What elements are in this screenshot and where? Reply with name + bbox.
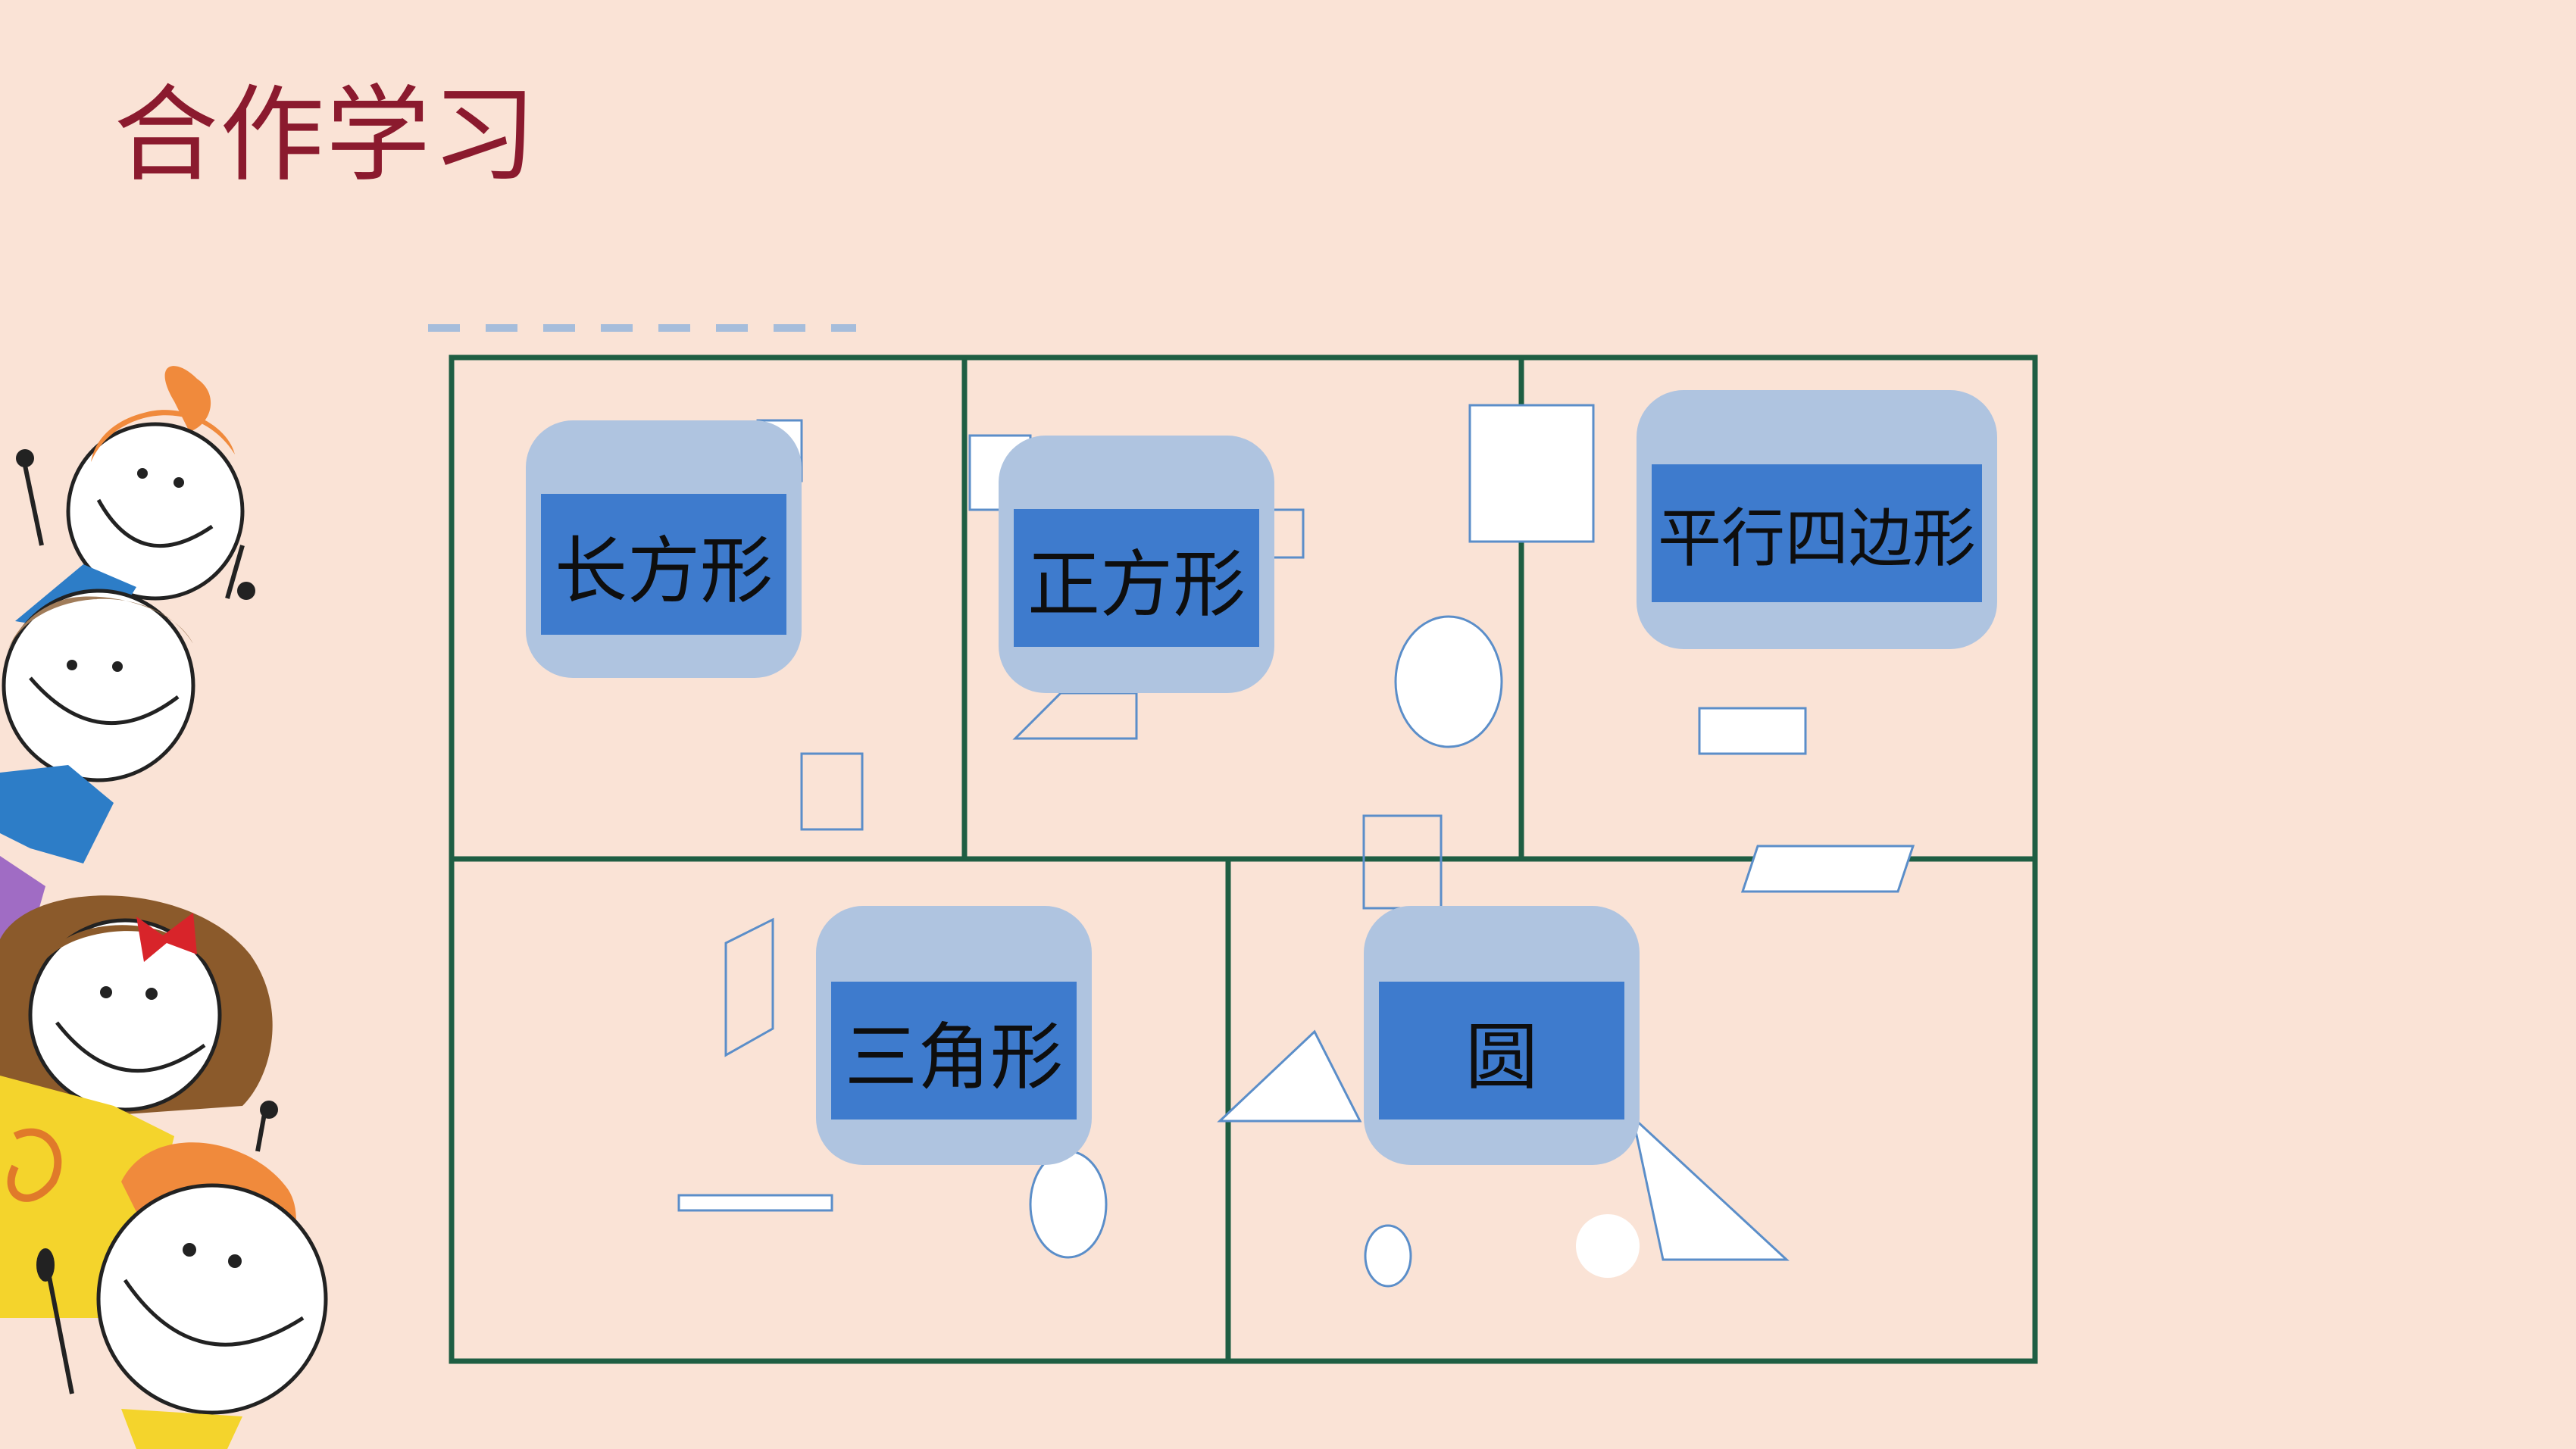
category-label-square: 正方形 xyxy=(1014,509,1259,647)
category-tag-square: 正方形 xyxy=(999,436,1274,693)
category-tag-triangle: 三角形 xyxy=(816,906,1092,1165)
category-tag-circle: 圆 xyxy=(1364,906,1640,1165)
triangle-shape xyxy=(1012,692,1138,740)
triangle-shape xyxy=(1217,1029,1362,1123)
child-face-2 xyxy=(0,564,195,947)
circle-shape xyxy=(1364,1224,1412,1288)
circle-shape xyxy=(1394,615,1503,748)
parallelogram-shape xyxy=(1740,845,1915,893)
child-face-1 xyxy=(16,366,255,601)
loose-shapes xyxy=(677,404,1915,1288)
rectangle-shape xyxy=(1698,707,1807,755)
cartoon-children-illustration xyxy=(0,366,328,1449)
square-shape xyxy=(1362,814,1443,910)
category-tag-parallelogram: 平行四边形 xyxy=(1637,390,1997,649)
triangle-shape xyxy=(1630,1113,1790,1261)
child-face-4 xyxy=(36,1101,328,1449)
small-square-shape xyxy=(800,752,864,831)
slide-title: 合作学习 xyxy=(114,74,539,196)
category-label-circle: 圆 xyxy=(1379,982,1624,1120)
category-label-parallelogram: 平行四边形 xyxy=(1652,464,1982,602)
square-shape xyxy=(1468,404,1595,543)
category-label-triangle: 三角形 xyxy=(831,982,1077,1120)
parallelogram-shape xyxy=(724,917,774,1057)
category-tag-rectangle: 长方形 xyxy=(526,420,802,678)
rectangle-shape xyxy=(677,1194,833,1212)
circle-shape xyxy=(1576,1214,1640,1278)
ellipse-shape xyxy=(1029,1150,1108,1259)
category-label-rectangle: 长方形 xyxy=(541,494,786,635)
